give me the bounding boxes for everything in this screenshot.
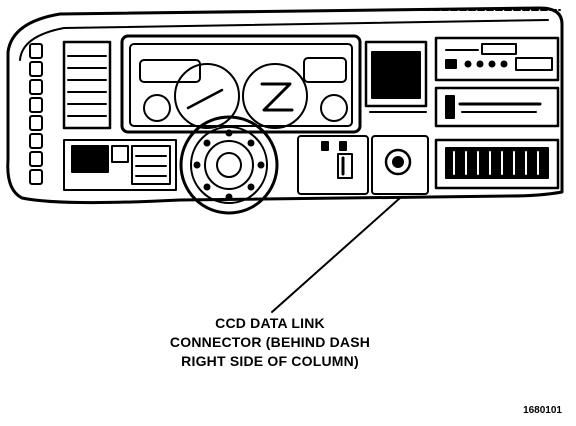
callout-line-1: CCD DATA LINK (215, 315, 325, 331)
callout-label: CCD DATA LINK CONNECTOR (BEHIND DASH RIG… (120, 314, 420, 371)
callout-leader-line (271, 197, 401, 313)
center-switch-panel (297, 135, 369, 195)
lower-left-switch-panel (63, 139, 177, 191)
left-switch-column (29, 43, 43, 185)
callout-line-3: RIGHT SIDE OF COLUMN) (181, 353, 359, 369)
ccd-connector-area (371, 135, 429, 195)
figure-id: 1680101 (523, 405, 562, 416)
climate-control (434, 138, 560, 190)
dash-shell (6, 6, 564, 205)
instrument-cluster (120, 34, 362, 134)
radio (434, 36, 560, 82)
center-upper-vent (364, 40, 428, 113)
left-air-vent (62, 40, 112, 130)
tape-unit (434, 86, 560, 128)
callout-line-2: CONNECTOR (BEHIND DASH (169, 334, 371, 350)
steering-wheel (179, 115, 279, 215)
